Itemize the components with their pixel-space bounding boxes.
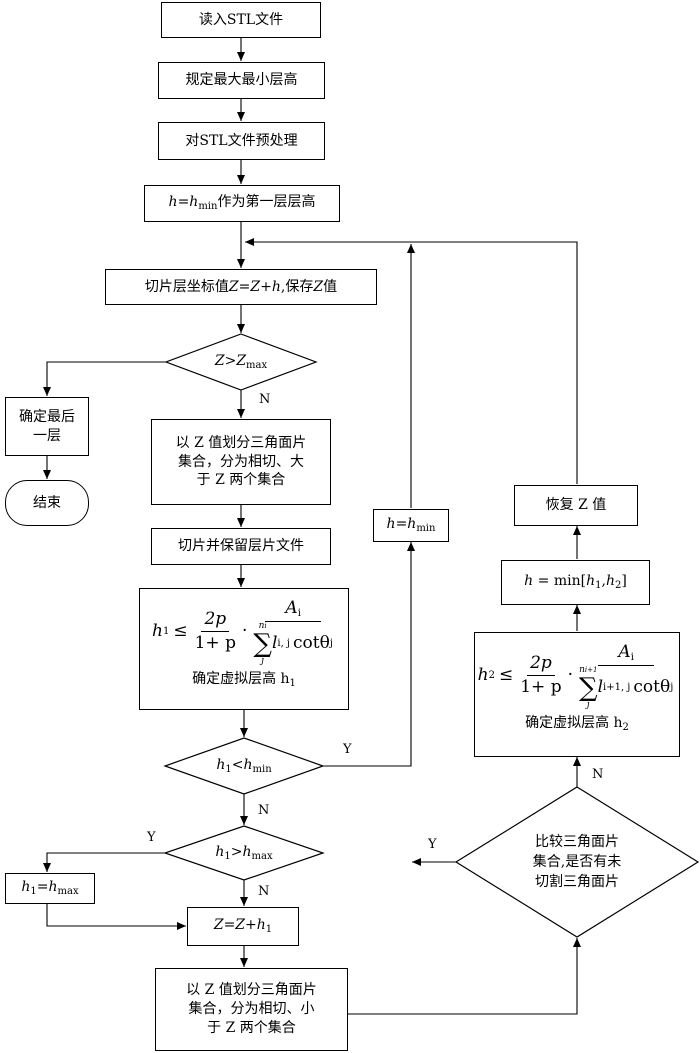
label-h1lt-no: N bbox=[258, 803, 270, 818]
cond-h1-gt-text: h1>hmax bbox=[215, 843, 273, 862]
label-h1lt-yes: Y bbox=[343, 742, 352, 757]
slice-coord-text: 切片层坐标值Z=Z+h,保存Z值 bbox=[144, 278, 338, 295]
end-terminal: 结束 bbox=[5, 480, 89, 526]
read-stl-text: 读入STL文件 bbox=[198, 11, 284, 28]
first-layer-box: h=hmin作为第一层层高 bbox=[144, 185, 340, 222]
partition-lower-box: 以 Z 值划分三角面片 集合，分为相切、小 于 Z 两个集合 bbox=[155, 968, 348, 1051]
label-remaining-yes: Y bbox=[428, 837, 437, 852]
arrow-h1gt-yes bbox=[43, 852, 165, 872]
label-zmax-no: N bbox=[259, 392, 271, 407]
formula1-caption: 确定虚拟层高 h1 bbox=[192, 670, 296, 689]
label-remaining-no: N bbox=[592, 767, 604, 782]
partition-upper-line3: 于 Z 两个集合 bbox=[196, 472, 286, 489]
decision-remaining-shape bbox=[454, 786, 700, 938]
partition-lower-line3: 于 Z 两个集合 bbox=[207, 1019, 296, 1036]
last-layer-line1: 确定最后 bbox=[19, 408, 75, 425]
h-min-of-box: h = min[h1,h2] bbox=[501, 560, 650, 605]
cond-zmax-text: Z>Zmax bbox=[214, 352, 268, 371]
restore-z-text: 恢复 Z 值 bbox=[545, 497, 607, 514]
set-limits-box: 规定最大最小层高 bbox=[158, 62, 325, 99]
cond-remaining-line3: 切割三角面片 bbox=[535, 874, 619, 891]
read-stl-box: 读入STL文件 bbox=[161, 2, 321, 38]
restore-z-box: 恢复 Z 值 bbox=[514, 485, 638, 526]
preprocess-box: 对STL文件预处理 bbox=[158, 122, 325, 160]
slice-save-text: 切片并保留层片文件 bbox=[178, 538, 304, 555]
cond-remaining-text: 比较三角面片 集合,是否有未 切割三角面片 bbox=[506, 820, 648, 904]
slice-coord-box: 切片层坐标值Z=Z+h,保存Z值 bbox=[105, 269, 377, 305]
label-h1gt-no: N bbox=[258, 884, 270, 899]
label-h1gt-yes: Y bbox=[147, 830, 156, 845]
first-layer-text: h=hmin作为第一层层高 bbox=[168, 194, 316, 213]
partition-upper-line2: 集合，分为相切、大 bbox=[178, 453, 304, 470]
slice-save-box: 切片并保留层片文件 bbox=[151, 528, 331, 565]
arrow-restore-loop bbox=[245, 238, 578, 484]
last-layer-line2: 一层 bbox=[33, 427, 61, 444]
cond-h1-lt-text: h1<hmin bbox=[216, 756, 272, 775]
arrow-set-h1max-to-z bbox=[46, 904, 186, 930]
last-layer-box: 确定最后 一层 bbox=[5, 397, 89, 456]
set-limits-text: 规定最大最小层高 bbox=[185, 72, 298, 89]
partition-upper-line1: 以 Z 值划分三角面片 bbox=[175, 434, 307, 451]
set-h-min-box: h=hmin bbox=[373, 509, 449, 542]
cond-remaining-line2: 集合,是否有未 bbox=[532, 853, 622, 870]
set-h1-max-box: h1=hmax bbox=[5, 873, 95, 904]
arrow-partition-lower-to-remaining bbox=[348, 938, 581, 1015]
z-plus-h1-box: Z=Z+h1 bbox=[187, 907, 299, 946]
end-text: 结束 bbox=[33, 494, 61, 511]
formula2-caption: 确定虚拟层高 h2 bbox=[525, 714, 629, 733]
partition-lower-line1: 以 Z 值划分三角面片 bbox=[186, 982, 317, 999]
preprocess-text: 对STL文件预处理 bbox=[185, 132, 298, 149]
arrow-zmax-yes bbox=[43, 361, 166, 396]
arrow-h1lt-yes bbox=[323, 542, 415, 767]
partition-upper-box: 以 Z 值划分三角面片 集合，分为相切、大 于 Z 两个集合 bbox=[151, 419, 331, 505]
partition-lower-line2: 集合，分为相切、小 bbox=[188, 1001, 315, 1018]
cond-remaining-line1: 比较三角面片 bbox=[535, 833, 619, 850]
